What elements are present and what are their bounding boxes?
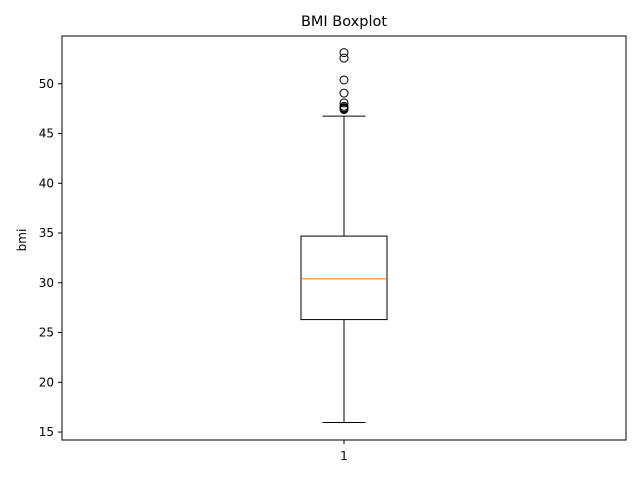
y-tick-label: 35 <box>39 226 54 240</box>
x-axis: 1 <box>340 440 348 463</box>
outlier-point <box>339 53 349 63</box>
outlier-point <box>339 101 349 111</box>
y-axis: 15 20 25 30 35 40 45 50 <box>39 77 62 439</box>
y-tick-label: 40 <box>39 176 54 190</box>
y-tick-label: 25 <box>39 326 54 340</box>
y-tick-label: 45 <box>39 127 54 141</box>
y-tick-label: 20 <box>39 375 54 389</box>
outlier-point <box>339 98 349 108</box>
y-tick-label: 50 <box>39 77 54 91</box>
outlier-point <box>339 48 349 58</box>
y-tick-label: 15 <box>39 425 54 439</box>
outlier-point <box>339 88 349 98</box>
y-tick-label: 30 <box>39 276 54 290</box>
iqr-box <box>300 235 388 321</box>
chart-marks <box>300 48 388 423</box>
chart-title: BMI Boxplot <box>301 14 387 30</box>
x-tick-label: 1 <box>340 449 348 463</box>
outlier-point <box>339 75 349 85</box>
y-axis-label: bmi <box>15 229 29 252</box>
